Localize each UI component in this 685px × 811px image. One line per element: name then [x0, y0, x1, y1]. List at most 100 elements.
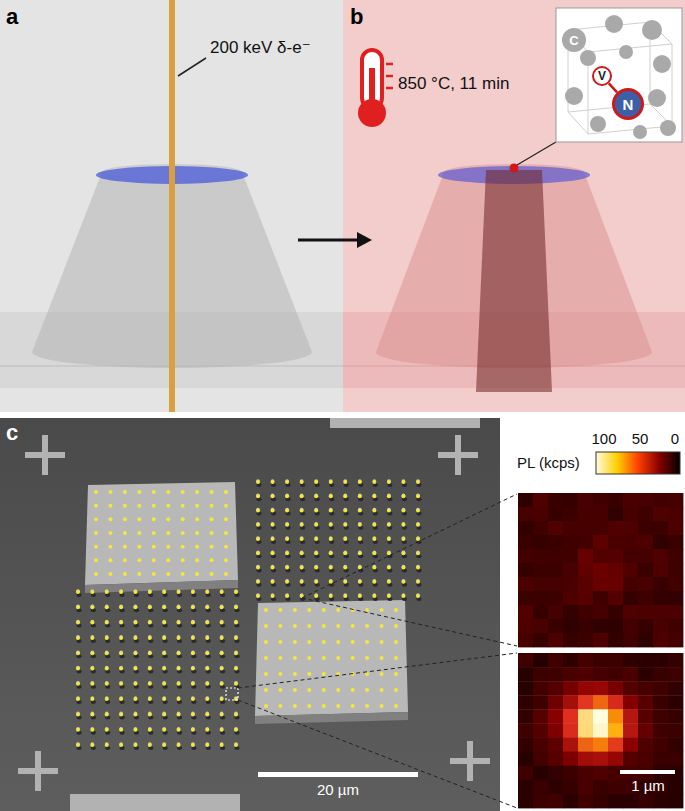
pillar-array: [365, 688, 369, 692]
thermometer-icon: [386, 63, 393, 66]
pillar-array: [205, 743, 209, 747]
pillar-array: [343, 494, 347, 498]
pillar-array: [191, 651, 195, 655]
pl-maps: [533, 619, 548, 633]
pl-maps: [623, 563, 638, 577]
pillar-array: [256, 523, 260, 527]
pillar-array: [195, 490, 199, 494]
panel-c: [467, 741, 473, 781]
pillar-array: [322, 672, 326, 676]
pl-maps: [548, 695, 563, 709]
pl-maps: [623, 507, 638, 521]
pillar-array: [271, 580, 275, 584]
pl-maps: [518, 577, 533, 591]
pillar-array: [416, 509, 420, 513]
pillar-array: [210, 545, 214, 549]
pl-maps: [548, 794, 563, 808]
pl-maps: [638, 619, 653, 633]
pillar-array: [285, 551, 289, 555]
pl-maps: [623, 577, 638, 591]
pl-maps: [638, 493, 653, 507]
pl-maps: [593, 493, 608, 507]
pillar-array: [372, 480, 376, 484]
pillar-array: [300, 566, 304, 570]
pl-maps: [653, 633, 668, 647]
pillar-array: [358, 509, 362, 513]
pillar-array: [76, 743, 80, 747]
pillar-array: [285, 594, 289, 598]
pillar-array: [177, 636, 181, 640]
pl-maps: [518, 653, 533, 667]
panel-b: [590, 116, 606, 132]
pillar-array: [416, 580, 420, 584]
pl-maps: [548, 633, 563, 647]
pillar-array: [256, 580, 260, 584]
pl-maps: [638, 563, 653, 577]
pl-maps: [533, 681, 548, 695]
pl-maps: [578, 591, 593, 605]
pillar-array: [105, 636, 109, 640]
pl-maps: [593, 681, 608, 695]
pillar-array: [181, 558, 185, 562]
thermometer-icon: [386, 75, 393, 78]
pillar-array: [137, 504, 141, 508]
pl-maps: [533, 521, 548, 535]
pillar-array: [372, 594, 376, 598]
panel-b: [556, 8, 682, 142]
pillar-array: [256, 551, 260, 555]
pillar-array: [372, 509, 376, 513]
anneal-label: 850 °C, 11 min: [398, 74, 509, 94]
pl-maps: [653, 738, 668, 752]
zoom-lines: [302, 598, 517, 646]
pillar-array: [108, 531, 112, 535]
pl-maps: [638, 794, 653, 808]
pl-maps: [563, 619, 578, 633]
pillar-array: [285, 523, 289, 527]
pillar-array: [234, 636, 238, 640]
pillar-array: [205, 712, 209, 716]
pillar-array: [108, 504, 112, 508]
pillar-array: [105, 743, 109, 747]
pl-maps: [578, 681, 593, 695]
pillar-array: [285, 580, 289, 584]
pl-maps: [563, 549, 578, 563]
pl-maps: [518, 766, 533, 780]
pillar-array: [90, 697, 94, 701]
pillar-array: [119, 621, 123, 625]
pl-maps: [533, 507, 548, 521]
pl-maps: [608, 535, 623, 549]
pillar-array: [264, 688, 268, 692]
pillar-array: [220, 728, 224, 732]
pillar-array: [314, 580, 318, 584]
pl-maps: [623, 633, 638, 647]
pl-maps: [548, 752, 563, 766]
pillar-array: [123, 558, 127, 562]
pillar-array: [123, 572, 127, 576]
pillar-array: [322, 624, 326, 628]
pillar-array: [293, 672, 297, 676]
pillar-array: [191, 590, 195, 594]
pillar-array: [224, 558, 228, 562]
pillar-array: [205, 605, 209, 609]
pl-maps: [563, 653, 578, 667]
pillar-array: [256, 480, 260, 484]
panel-a: [178, 58, 206, 76]
pillar-array: [336, 640, 340, 644]
pillar-array: [90, 712, 94, 716]
pl-maps: [608, 493, 623, 507]
pillar-array: [105, 682, 109, 686]
pillar-array: [387, 480, 391, 484]
pl-maps: [518, 493, 533, 507]
pillar-array: [181, 490, 185, 494]
pl-maps: [593, 723, 608, 737]
pillar-array: [76, 479, 422, 750]
pl-maps: [668, 738, 683, 752]
pl-maps: [518, 681, 533, 695]
pillar-array: [256, 594, 260, 598]
pl-maps: [578, 752, 593, 766]
pillar-array: [177, 621, 181, 625]
pl-maps: [518, 591, 533, 605]
pl-maps: [653, 752, 668, 766]
panel-c: [455, 435, 461, 475]
